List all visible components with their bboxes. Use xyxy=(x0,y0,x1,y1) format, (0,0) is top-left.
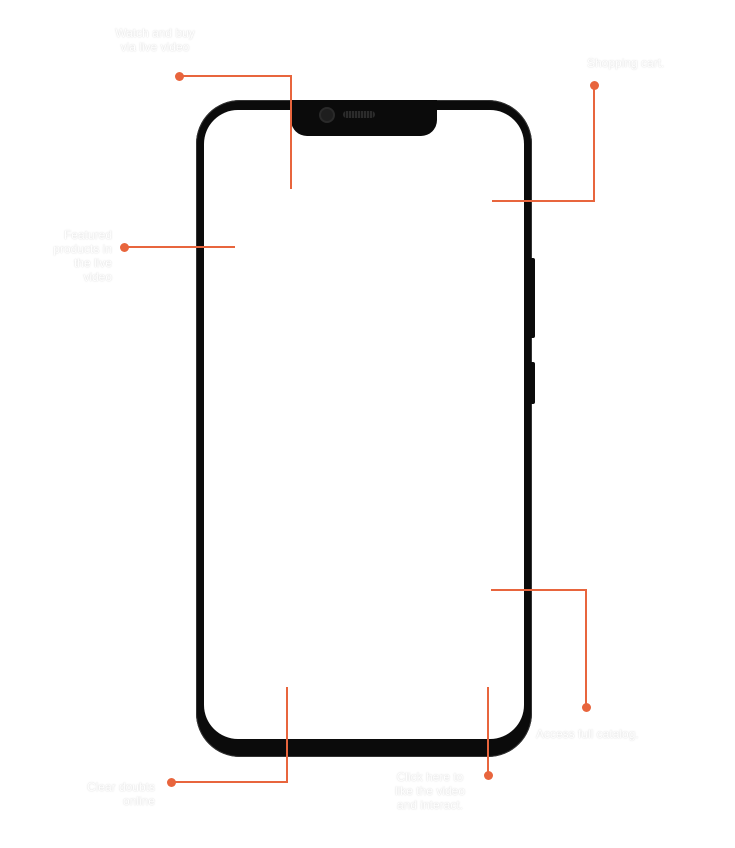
leader-line-cart-h xyxy=(492,200,595,202)
earpiece-speaker-icon xyxy=(343,111,375,118)
leader-line-featured-h xyxy=(125,246,235,248)
leader-line-doubts-v xyxy=(286,687,288,783)
leader-line-catalog-h xyxy=(491,589,587,591)
label-featured-products: Featured products in the live video xyxy=(53,228,112,284)
label-full-catalog: Access full catalog. xyxy=(536,727,639,741)
leader-line-watch-v xyxy=(290,75,292,189)
phone-frame xyxy=(196,100,532,757)
volume-button xyxy=(530,258,535,338)
phone-screen xyxy=(204,110,524,739)
label-clear-doubts: Clear doubts online xyxy=(86,780,155,808)
power-button xyxy=(530,362,535,404)
leader-line-doubts-h xyxy=(172,781,288,783)
leader-line-like-v xyxy=(487,687,489,775)
marker-dot-featured xyxy=(120,243,129,252)
leader-line-cart-v xyxy=(593,85,595,202)
marker-dot-doubts xyxy=(167,778,176,787)
phone-notch xyxy=(291,100,437,136)
label-watch-and-buy: Watch and buy via live video xyxy=(115,26,195,54)
label-shopping-cart: Shopping cart. xyxy=(587,56,665,70)
marker-dot-like xyxy=(484,771,493,780)
leader-line-watch-h xyxy=(180,75,292,77)
marker-dot-watch xyxy=(175,72,184,81)
leader-line-catalog-v xyxy=(585,589,587,707)
front-camera-icon xyxy=(319,107,335,123)
marker-dot-catalog xyxy=(582,703,591,712)
label-like-video: Click here to like the video and interac… xyxy=(394,770,466,812)
